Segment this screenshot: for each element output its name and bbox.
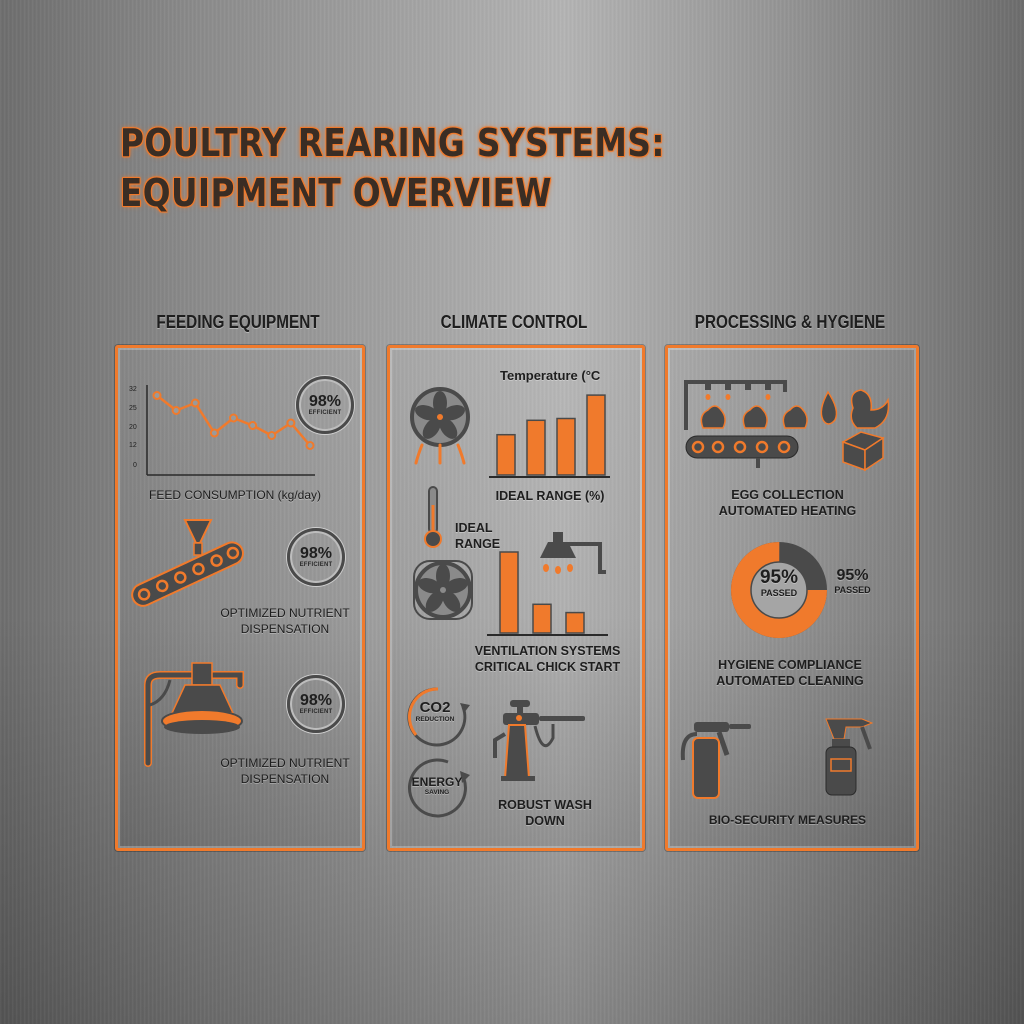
- hygiene-compliance-label: HYGIENE COMPLIANCE AUTOMATED CLEANING: [710, 657, 870, 689]
- ideal-range-percent-label: IDEAL RANGE (%): [495, 489, 605, 503]
- pan-feeder-icon: [144, 662, 244, 767]
- fan-icon: [410, 387, 470, 465]
- y-tick: 12: [129, 442, 137, 449]
- label-line: HYGIENE COMPLIANCE: [718, 658, 862, 672]
- data-point: [305, 441, 315, 450]
- data-point: [286, 418, 296, 428]
- badge-value: 98%: [308, 393, 342, 410]
- egg-collection-conveyor-icon: [684, 380, 890, 472]
- energy-label: ENERGY: [411, 775, 463, 789]
- thermometer-icon: [424, 486, 442, 548]
- efficiency-badge: 98% EFFICIENT: [287, 675, 345, 733]
- nutrient-dispensation-label-2: OPTIMIZED NUTRIENT DISPENSATION: [210, 755, 360, 787]
- donut-center-value: 95% PASSED: [749, 568, 809, 599]
- badge-value: 98%: [299, 692, 333, 709]
- nutrient-dispensation-label-1: OPTIMIZED NUTRIENT DISPENSATION: [210, 605, 360, 637]
- co2-label: CO2: [419, 699, 451, 716]
- hygiene-compliance-donut-chart: [731, 542, 827, 638]
- ideal-range-label: IDEAL RANGE: [455, 521, 501, 551]
- data-point: [209, 428, 219, 438]
- badge-sub: EFFICIENT: [299, 562, 333, 568]
- co2-reduction-cycle-icon: [407, 687, 470, 747]
- feed-consumption-line-chart: 32 25 20 12 0: [129, 385, 315, 476]
- bar: [496, 433, 516, 476]
- heading-climate-control: CLIMATE CONTROL: [440, 312, 588, 332]
- temperature-bar-chart: [489, 394, 610, 478]
- label-line: CRITICAL CHICK START: [474, 660, 621, 674]
- data-point: [152, 391, 162, 400]
- bar: [556, 417, 576, 476]
- reduction-label: REDUCTION: [415, 716, 455, 723]
- badge-sub: EFFICIENT: [299, 709, 333, 715]
- label-line: AUTOMATED CLEANING: [716, 674, 864, 688]
- ventilation-bar-chart: [487, 551, 608, 636]
- donut-side-value: 95% PASSED: [830, 568, 875, 596]
- pressure-washer-icon: [493, 700, 585, 781]
- robust-wash-down-label: ROBUST WASH DOWN: [498, 798, 592, 828]
- egg-collection-label: EGG COLLECTION AUTOMATED HEATING: [705, 487, 870, 519]
- bar: [526, 419, 546, 476]
- bar: [499, 551, 519, 634]
- conveyor-hopper-icon: [131, 519, 244, 607]
- title-line-2: EQUIPMENT OVERVIEW: [120, 171, 552, 215]
- y-tick: 32: [129, 386, 137, 393]
- ventilation-fan-icon: [413, 560, 473, 620]
- side-sub: PASSED: [834, 585, 871, 595]
- y-tick: 20: [129, 424, 137, 431]
- badge-sub: EFFICIENT: [308, 410, 342, 416]
- energy-saving-cycle-icon: [408, 758, 470, 818]
- label-line: OPTIMIZED NUTRIENT: [220, 606, 350, 620]
- y-tick: 0: [133, 462, 137, 469]
- efficiency-badge: 98% EFFICIENT: [287, 528, 345, 586]
- heading-processing-hygiene: PROCESSING & HYGIENE: [694, 312, 886, 332]
- center-value: 95%: [759, 567, 799, 588]
- label-line: DISPENSATION: [240, 622, 330, 636]
- center-sub: PASSED: [760, 588, 798, 598]
- badge-value: 98%: [299, 545, 333, 562]
- bio-security-label: BIO-SECURITY MEASURES: [708, 813, 867, 827]
- temperature-chart-title: Temperature (°C: [500, 368, 601, 383]
- feed-consumption-label: FEED CONSUMPTION (kg/day): [148, 488, 322, 502]
- data-point: [171, 406, 181, 415]
- pump-sprayer-icon: [680, 722, 751, 799]
- label-line: VENTILATION SYSTEMS: [474, 644, 621, 658]
- ventilation-systems-label: VENTILATION SYSTEMS CRITICAL CHICK START: [470, 643, 625, 675]
- bar: [586, 394, 606, 476]
- heading-feeding-equipment: FEEDING EQUIPMENT: [156, 312, 320, 332]
- label-line: AUTOMATED HEATING: [718, 504, 857, 518]
- bar: [532, 603, 552, 634]
- label-line: OPTIMIZED NUTRIENT: [220, 756, 350, 770]
- heater-lamp-icon: [540, 532, 606, 574]
- y-tick: 25: [129, 405, 137, 412]
- energy-badge: ENERGY SAVING: [408, 776, 466, 798]
- efficiency-badge: 98% EFFICIENT: [296, 376, 354, 434]
- co2-badge: CO2 REDUCTION: [410, 700, 460, 724]
- bar: [565, 611, 585, 634]
- saving-label: SAVING: [424, 789, 450, 796]
- label-line: DISPENSATION: [240, 772, 330, 786]
- data-point: [229, 413, 238, 423]
- spray-bottle-icon: [825, 718, 874, 796]
- label-line: EGG COLLECTION: [731, 488, 844, 502]
- page-title: POULTRY REARING SYSTEMS: EQUIPMENT OVERV…: [120, 118, 665, 218]
- data-point: [267, 431, 277, 440]
- title-line-1: POULTRY REARING SYSTEMS:: [120, 121, 665, 165]
- data-point: [248, 421, 258, 430]
- data-point: [190, 398, 200, 408]
- side-value: 95%: [836, 567, 869, 584]
